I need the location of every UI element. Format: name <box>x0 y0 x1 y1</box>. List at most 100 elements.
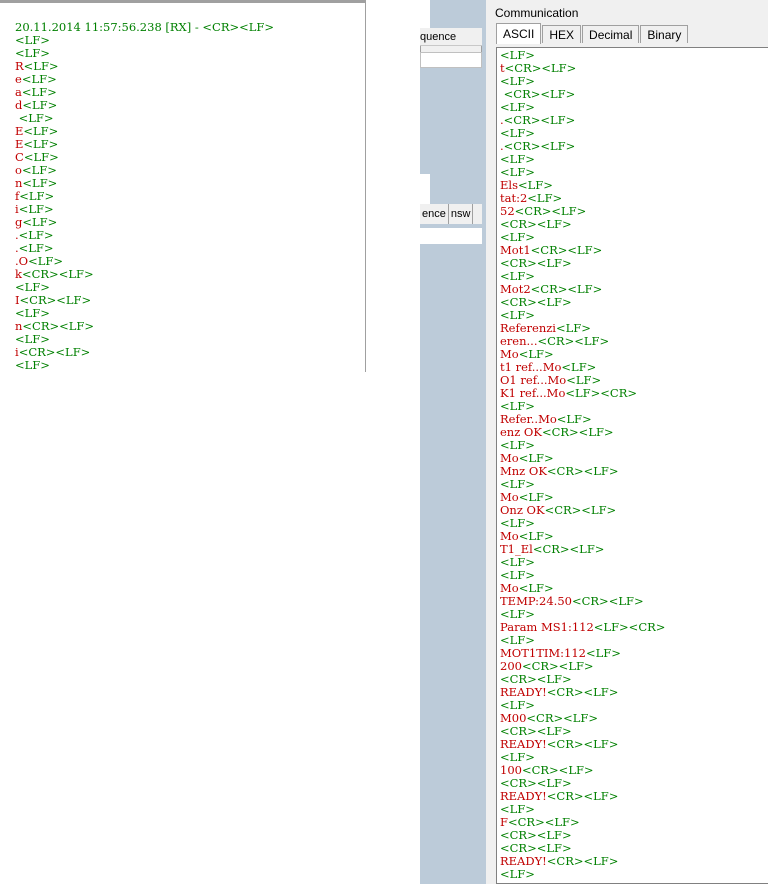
control-chars: <CR><LF> <box>18 345 91 359</box>
sequence-header-label: quence <box>420 31 457 43</box>
communication-line: <LF> <box>500 439 665 452</box>
left-terminal-line: .<LF> <box>15 229 274 242</box>
received-text: READY! <box>500 737 547 751</box>
left-terminal-line: C<LF> <box>15 151 274 164</box>
left-terminal-pane[interactable]: 20.11.2014 11:57:56.238 [RX] - <CR><LF> <… <box>0 0 366 372</box>
control-chars: <LF> <box>15 306 50 320</box>
control-chars: <CR><LF> <box>514 204 587 218</box>
received-text: e <box>15 72 22 86</box>
left-terminal-line: 20.11.2014 11:57:56.238 [RX] - <CR><LF> <box>15 21 274 34</box>
left-terminal-line: <LF> <box>15 47 274 60</box>
control-chars: <CR><LF> <box>503 139 576 153</box>
communication-line: Mot2<CR><LF> <box>500 283 665 296</box>
received-text: . <box>15 228 19 242</box>
communication-line: <CR><LF> <box>500 88 665 101</box>
left-terminal-line: e<LF> <box>15 73 274 86</box>
communication-line: Refer..Mo<LF> <box>500 413 665 426</box>
communication-line: 52<CR><LF> <box>500 205 665 218</box>
control-chars: <LF> <box>500 152 535 166</box>
control-chars: <LF> <box>518 347 554 361</box>
tab-hex[interactable]: HEX <box>542 25 582 43</box>
left-terminal-line: <LF> <box>15 333 274 346</box>
communication-line: <LF> <box>500 49 665 62</box>
received-text: K1 ref...Mo <box>500 386 566 400</box>
received-text: 200 <box>500 659 522 673</box>
control-chars: <LF> <box>23 150 59 164</box>
received-text: M00 <box>500 711 527 725</box>
control-chars: <LF> <box>561 360 597 374</box>
received-text: E <box>15 124 24 138</box>
control-chars: <CR><LF> <box>21 267 94 281</box>
received-text: . <box>15 241 19 255</box>
control-chars: <CR><LF> <box>500 217 572 231</box>
communication-line: <CR><LF> <box>500 829 665 842</box>
left-terminal-line: <LF> <box>15 359 274 372</box>
received-text: Mot1 <box>500 243 531 257</box>
received-text: Mo <box>500 490 519 504</box>
left-terminal-line: .<LF> <box>15 242 274 255</box>
received-text: Mo <box>500 581 519 595</box>
control-chars: <LF> <box>500 867 535 881</box>
control-chars: <LF> <box>500 100 535 114</box>
tab-decimal[interactable]: Decimal <box>582 25 640 43</box>
received-text: Onz OK <box>500 503 545 517</box>
received-text: Mo <box>500 347 519 361</box>
control-chars: <LF> <box>500 555 535 569</box>
sequence-list-area <box>420 68 482 174</box>
control-chars: <LF> <box>18 202 54 216</box>
received-text: Param MS1:112 <box>500 620 594 634</box>
sequence-input[interactable] <box>420 52 482 68</box>
control-chars: <LF> <box>21 85 57 99</box>
control-chars: <LF> <box>22 176 58 190</box>
communication-output[interactable]: <LF>t<CR><LF><LF> <CR><LF><LF>.<CR><LF><… <box>496 47 768 884</box>
control-chars: <LF> <box>517 178 553 192</box>
received-text: Referenzi <box>500 321 556 335</box>
tab-binary[interactable]: Binary <box>640 25 689 43</box>
answer-header-answer[interactable]: nsw <box>449 204 474 224</box>
control-chars: <CR><LF> <box>530 282 603 296</box>
received-text: k <box>15 267 22 281</box>
communication-line: 200<CR><LF> <box>500 660 665 673</box>
control-chars: <LF> <box>518 451 554 465</box>
received-text: READY! <box>500 789 547 803</box>
communication-line: READY!<CR><LF> <box>500 686 665 699</box>
received-text: i <box>15 345 19 359</box>
communication-line: <LF> <box>500 556 665 569</box>
control-chars: <LF> <box>23 124 59 138</box>
answer-header-sequence[interactable]: ence <box>420 204 449 224</box>
communication-line: Referenzi<LF> <box>500 322 665 335</box>
answer-input[interactable] <box>420 228 482 244</box>
received-text: O1 ref...Mo <box>500 373 567 387</box>
received-text: Mot2 <box>500 282 531 296</box>
communication-line: .<CR><LF> <box>500 140 665 153</box>
control-chars: <CR><LF> <box>546 789 619 803</box>
control-chars: <LF> <box>28 254 63 268</box>
control-chars: <LF> <box>500 633 535 647</box>
left-terminal-line: i<CR><LF> <box>15 346 274 359</box>
received-text: C <box>15 150 24 164</box>
received-text: Els <box>500 178 518 192</box>
communication-line: Mo<LF> <box>500 582 665 595</box>
communication-line: Mo<LF> <box>500 491 665 504</box>
control-chars: <CR><LF> <box>504 61 577 75</box>
control-chars: <LF> <box>23 137 59 151</box>
control-chars: <CR><LF> <box>500 87 576 101</box>
left-terminal-line: k<CR><LF> <box>15 268 274 281</box>
received-text: T1_El <box>500 542 533 556</box>
tab-ascii[interactable]: ASCII <box>496 23 542 44</box>
control-chars: <CR><LF> <box>532 542 605 556</box>
received-text: Mnz OK <box>500 464 547 478</box>
control-chars: <CR><LF> <box>537 334 610 348</box>
control-chars: <LF> <box>18 228 54 242</box>
left-terminal-line: f<LF> <box>15 190 274 203</box>
communication-line: <LF> <box>500 478 665 491</box>
control-chars: <LF> <box>15 332 50 346</box>
control-chars: <LF> <box>586 646 621 660</box>
control-chars: <LF> <box>500 126 535 140</box>
control-chars: <CR><LF> <box>546 854 619 868</box>
sequence-column-header[interactable]: quence <box>420 28 482 46</box>
communication-line: READY!<CR><LF> <box>500 855 665 868</box>
communication-line: <CR><LF> <box>500 257 665 270</box>
control-chars: <LF><CR> <box>565 386 638 400</box>
